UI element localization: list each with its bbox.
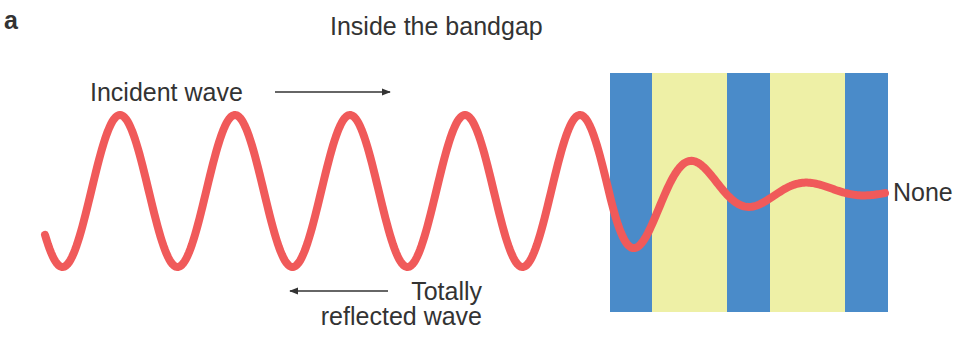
high-index-layer	[727, 73, 770, 312]
direction-arrow	[290, 290, 388, 292]
panel-letter: a	[4, 8, 18, 33]
wave-group	[45, 115, 885, 267]
wave-label: Totally reflected wave	[312, 279, 482, 329]
light-wave	[45, 115, 885, 267]
panel-title: Inside the bandgap	[330, 14, 543, 39]
output-label: None	[893, 180, 953, 205]
direction-arrow	[275, 91, 390, 93]
high-index-layer	[610, 73, 652, 312]
wave-label: Incident wave	[90, 80, 243, 105]
